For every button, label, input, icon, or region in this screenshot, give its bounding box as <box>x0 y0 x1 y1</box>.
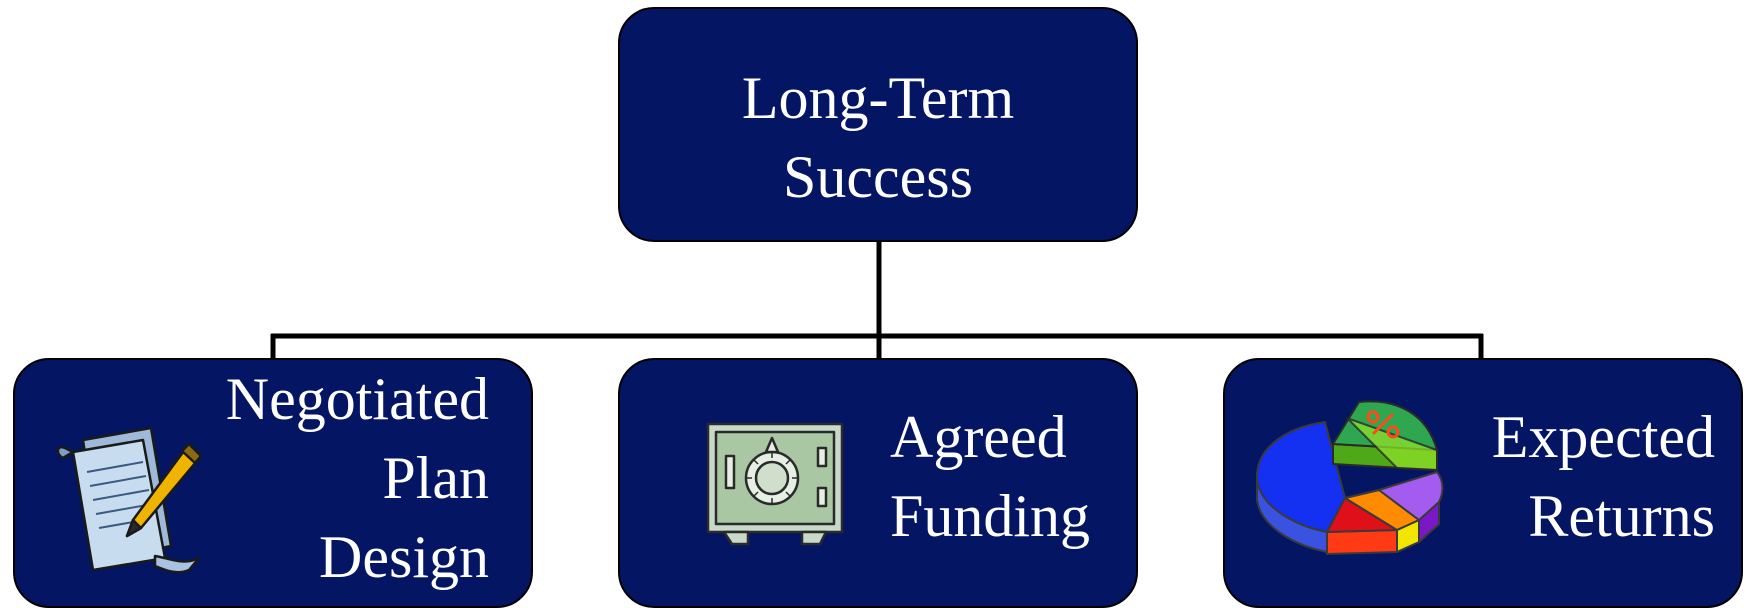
node-label-line: Long-Term <box>741 65 1015 131</box>
node-label-line: Agreed <box>890 404 1067 470</box>
node-label: Negotiated Plan Design <box>226 360 489 597</box>
node-expected-returns: Expected Returns <box>1223 358 1743 608</box>
node-agreed-funding: Agreed Funding <box>618 358 1138 608</box>
node-long-term-success-label: Long-Term Success <box>620 59 1136 217</box>
node-label: Agreed Funding <box>890 398 1090 556</box>
safe-icon <box>706 422 844 546</box>
document-pen-icon <box>56 426 203 574</box>
node-label-line: Design <box>319 524 489 590</box>
connector-lines <box>270 241 1484 360</box>
node-label-line: Expected <box>1491 404 1715 470</box>
node-label: Expected Returns <box>1492 398 1715 556</box>
node-negotiated-plan-design: Negotiated Plan Design <box>13 358 533 608</box>
node-label-line: Returns <box>1528 483 1715 549</box>
node-label-line: Funding <box>890 483 1091 549</box>
node-label-line: Success <box>783 144 973 210</box>
node-label-line: Negotiated <box>225 366 489 432</box>
node-long-term-success: Long-Term Success <box>618 7 1138 242</box>
pie-chart-icon <box>1255 400 1444 555</box>
node-label-line: Plan <box>382 445 489 511</box>
